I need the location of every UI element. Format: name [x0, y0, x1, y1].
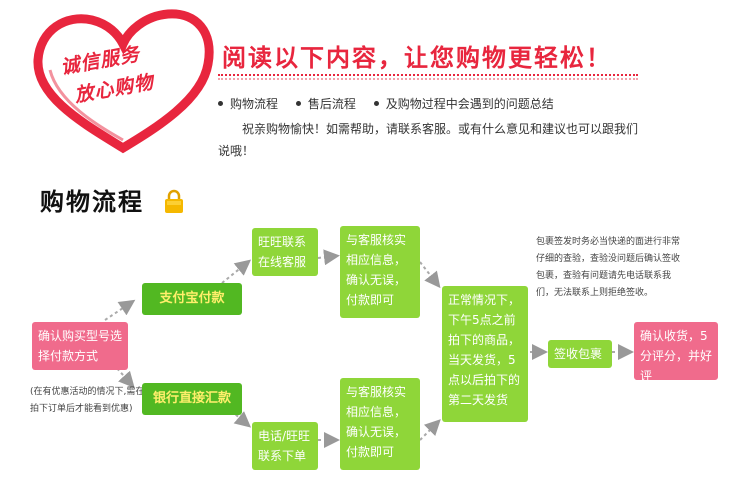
sign-box: 签收包裹 — [548, 340, 612, 368]
bullet-list: 购物流程 售后流程 及购物过程中会遇到的问题总结 — [218, 95, 568, 112]
bank-transfer-box: 银行直接汇款 — [142, 383, 242, 415]
shipping-box: 正常情况下，下午5点之前拍下的商品，当天发货，5点以后拍下的第二天发货 — [442, 286, 528, 422]
bullet-dot-icon — [218, 101, 223, 106]
phone-contact-label: 电话/旺旺联系下单 — [258, 429, 311, 463]
review-label: 确认收货，5分评分，并好评 — [640, 329, 713, 383]
bullet-item[interactable]: 及购物过程中会遇到的问题总结 — [373, 97, 554, 111]
bullet-item[interactable]: 售后流程 — [295, 97, 356, 111]
step-start-box: 确认购买型号选择付款方式 — [32, 322, 128, 370]
step-start-label: 确认购买型号选择付款方式 — [38, 329, 123, 363]
sign-note: 包裹签发时务必当快递的面进行非常仔细的查验，查验没问题后确认签收包裹，查验有问题… — [536, 237, 681, 298]
bullet-dot-icon — [295, 101, 301, 106]
intro-text: 祝亲购物愉快！如需帮助，请联系客服。或有什么意见和建议也可以跟我们说哦！ — [218, 122, 639, 158]
headline-divider — [218, 74, 638, 76]
headline-divider-2 — [218, 78, 638, 80]
lock-icon — [165, 189, 183, 213]
bullet-label: 购物流程 — [230, 97, 279, 111]
phone-contact-box: 电话/旺旺联系下单 — [252, 422, 318, 470]
bullet-dot-icon — [373, 101, 379, 106]
verify-bottom-label: 与客服核实相应信息，确认无误，付款即可 — [346, 385, 407, 459]
review-box: 确认收货，5分评分，并好评 — [634, 322, 718, 383]
sign-label: 签收包裹 — [554, 347, 603, 361]
shipping-label: 正常情况下，下午5点之前拍下的商品，当天发货，5点以后拍下的第二天发货 — [448, 293, 521, 407]
wangwang-contact-label: 旺旺联系在线客服 — [258, 235, 307, 269]
verify-top-box: 与客服核实相应信息，确认无误，付款即可 — [340, 226, 420, 318]
heart-badge-icon — [33, 9, 214, 154]
bullet-label: 及购物过程中会遇到的问题总结 — [385, 97, 554, 111]
section-title: 购物流程 — [40, 188, 144, 216]
verify-bottom-box: 与客服核实相应信息，确认无误，付款即可 — [340, 378, 420, 470]
bullet-item[interactable]: 购物流程 — [218, 97, 278, 111]
discount-note: (在有优惠活动的情况下,需在拍下订单后才能看到优惠) — [30, 387, 145, 414]
wangwang-contact-box: 旺旺联系在线客服 — [252, 228, 318, 276]
alipay-payment-box: 支付宝付款 — [142, 283, 242, 315]
headline: 阅读以下内容，让您购物更轻松！ — [222, 44, 612, 72]
bank-transfer-label: 银行直接汇款 — [152, 391, 231, 406]
verify-top-label: 与客服核实相应信息，确认无误，付款即可 — [346, 233, 407, 307]
bullet-label: 售后流程 — [307, 97, 356, 111]
alipay-label: 支付宝付款 — [159, 291, 225, 306]
